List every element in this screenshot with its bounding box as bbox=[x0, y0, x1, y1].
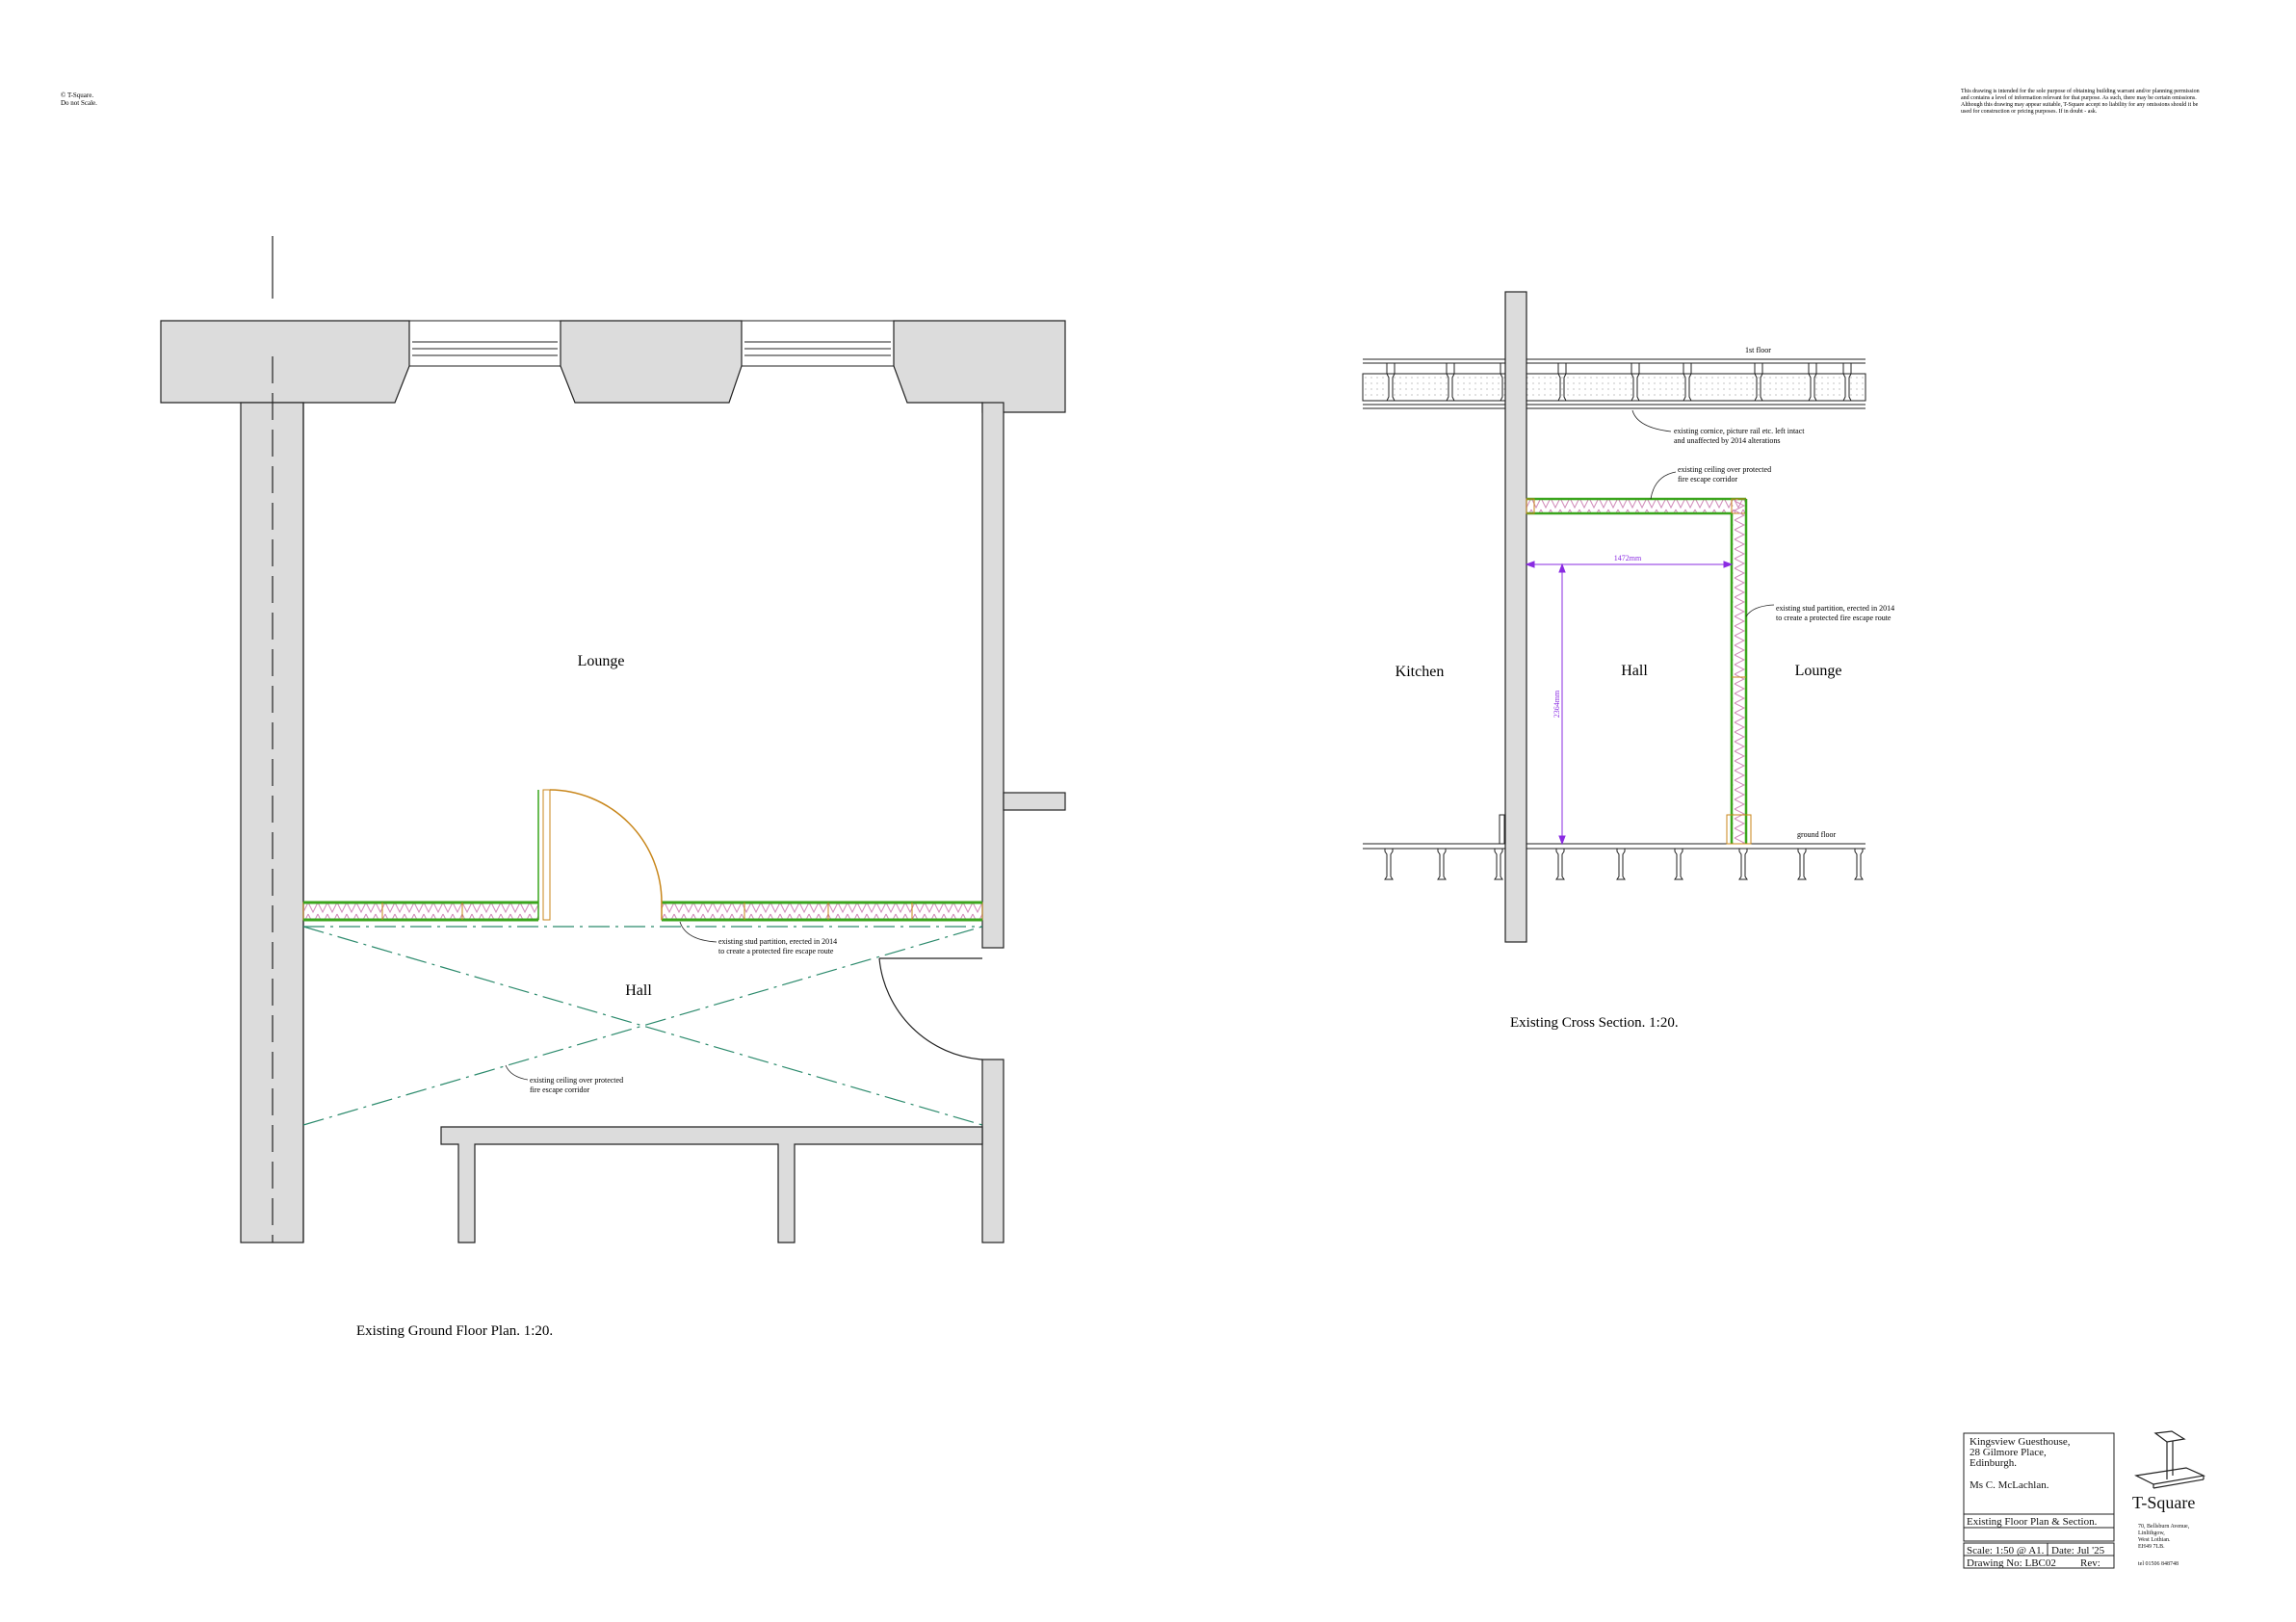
dimension-width-label: 1472mm bbox=[1614, 554, 1642, 562]
section-stud-partition bbox=[1726, 498, 1752, 845]
partition-leader bbox=[679, 921, 718, 943]
joist-section bbox=[1842, 363, 1852, 402]
window-right bbox=[741, 320, 895, 367]
t-square-logo bbox=[2134, 1430, 2206, 1489]
section-ceiling-note-line1: existing ceiling over protected bbox=[1678, 465, 1771, 474]
partition-note-line1: existing stud partition, erected in 2014 bbox=[718, 937, 837, 946]
right-wall-upper bbox=[981, 402, 1004, 949]
protected-ceiling-lines bbox=[302, 926, 983, 1126]
address-line1: 70, Bellsburn Avenue, bbox=[2138, 1524, 2190, 1530]
title-block: Kingsview Guesthouse, 28 Gilmore Place, … bbox=[1963, 1430, 2206, 1569]
cornice-note-line2: and unaffected by 2014 alterations bbox=[1674, 436, 1780, 445]
client-line3: Edinburgh. bbox=[1970, 1457, 2017, 1469]
dimension-width bbox=[1525, 561, 1734, 568]
ground-floor-structure bbox=[1363, 843, 1866, 850]
client-line2: 28 Gilmore Place, bbox=[1970, 1447, 2047, 1458]
scale-field: Scale: 1:50 @ A1. bbox=[1967, 1545, 2045, 1557]
right-wall-lower bbox=[981, 1059, 1004, 1243]
joist-section bbox=[1631, 363, 1640, 402]
copyright-line2: Do not Scale. bbox=[61, 99, 97, 107]
joist-section bbox=[1674, 849, 1683, 880]
lounge-label: Lounge bbox=[578, 653, 625, 669]
cross-section: 1472mm 2364mm 1st floor ground floor exi… bbox=[1362, 291, 1894, 1031]
disclaimer-line1: This drawing is intended for the sole pu… bbox=[1961, 88, 2200, 94]
top-external-wall bbox=[160, 320, 410, 404]
address-line3: West Lothian. bbox=[2138, 1537, 2171, 1543]
plan-caption: Existing Ground Floor Plan. 1:20. bbox=[356, 1323, 553, 1339]
phone: tel 01506 848748 bbox=[2138, 1561, 2179, 1567]
section-ceiling-note-line2: fire escape corridor bbox=[1678, 475, 1738, 484]
joist-section bbox=[1437, 849, 1447, 880]
address-line2: Linlithgow, bbox=[2138, 1530, 2165, 1536]
lounge-door bbox=[537, 789, 663, 921]
drawing-no-field: Drawing No: LBC02 bbox=[1967, 1557, 2056, 1569]
partition-note-line2: to create a protected fire escape route bbox=[718, 947, 834, 955]
ceiling-note-line2: fire escape corridor bbox=[530, 1086, 590, 1094]
joist-section bbox=[1384, 849, 1394, 880]
brand-name: T-Square bbox=[2132, 1493, 2195, 1512]
first-floor-joists bbox=[1386, 363, 1852, 402]
joist-section bbox=[1446, 363, 1455, 402]
section-partition-note-line1: existing stud partition, erected in 2014 bbox=[1776, 604, 1894, 613]
stud-partition-left bbox=[302, 901, 539, 922]
right-wall-stub bbox=[1003, 792, 1066, 811]
section-lounge-label: Lounge bbox=[1795, 663, 1842, 679]
cornice-leader bbox=[1631, 409, 1672, 432]
section-partition-note-line2: to create a protected fire escape route bbox=[1776, 614, 1892, 622]
ceiling-note-line1: existing ceiling over protected bbox=[530, 1076, 623, 1085]
top-right-wall bbox=[893, 320, 1066, 413]
hall-door bbox=[878, 957, 983, 1060]
disclaimer-line3: Although this drawing may appear suitabl… bbox=[1961, 101, 2199, 108]
joist-section bbox=[1557, 363, 1567, 402]
joist-section bbox=[1616, 849, 1626, 880]
date-field: Date: Jul '25 bbox=[2051, 1545, 2105, 1557]
cornice-note-line1: existing cornice, picture rail etc. left… bbox=[1674, 427, 1805, 435]
section-protected-ceiling bbox=[1526, 497, 1747, 515]
ground-floor-label: ground floor bbox=[1797, 830, 1837, 839]
joist-section bbox=[1754, 363, 1763, 402]
ceiling-leader bbox=[505, 1064, 529, 1081]
dimension-height bbox=[1558, 562, 1566, 846]
joist-section bbox=[1808, 363, 1817, 402]
joist-section bbox=[1854, 849, 1864, 880]
copyright-line1: © T-Square. bbox=[61, 92, 93, 99]
joist-section bbox=[1386, 363, 1396, 402]
ground-floor-plan: Lounge Hall existing stud partition, ere… bbox=[160, 236, 1066, 1339]
section-hall-label: Hall bbox=[1621, 663, 1648, 679]
address-line4: EH49 7LB. bbox=[2138, 1544, 2165, 1550]
first-floor-label: 1st floor bbox=[1745, 346, 1771, 354]
client-line1: Kingsview Guesthouse, bbox=[1970, 1436, 2071, 1448]
section-ceiling-leader bbox=[1650, 471, 1677, 500]
dimension-height-label: 2364mm bbox=[1552, 690, 1561, 718]
window-left bbox=[408, 320, 561, 367]
ground-floor-joists bbox=[1384, 849, 1864, 880]
joist-section bbox=[1555, 849, 1565, 880]
section-caption: Existing Cross Section. 1:20. bbox=[1510, 1015, 1679, 1031]
disclaimer-line2: and contains a level of information rele… bbox=[1961, 94, 2197, 101]
drawing-title: Existing Floor Plan & Section. bbox=[1967, 1516, 2098, 1528]
section-partition-leader bbox=[1745, 604, 1775, 617]
bottom-internal-wall bbox=[440, 1126, 983, 1243]
rev-field: Rev: bbox=[2080, 1557, 2100, 1569]
joist-section bbox=[1738, 849, 1748, 880]
first-floor-structure bbox=[1362, 358, 1866, 409]
stud-partition-right bbox=[661, 901, 983, 922]
joist-section bbox=[1797, 849, 1807, 880]
top-pier-wall bbox=[560, 320, 743, 404]
joist-section bbox=[1683, 363, 1692, 402]
section-kitchen-label: Kitchen bbox=[1396, 664, 1445, 680]
hall-label: Hall bbox=[625, 982, 652, 999]
joist-section bbox=[1494, 849, 1503, 880]
client-contact: Ms C. McLachlan. bbox=[1970, 1479, 2049, 1491]
section-central-wall bbox=[1504, 291, 1527, 943]
disclaimer-line4: used for construction or pricing purpose… bbox=[1961, 108, 2098, 115]
